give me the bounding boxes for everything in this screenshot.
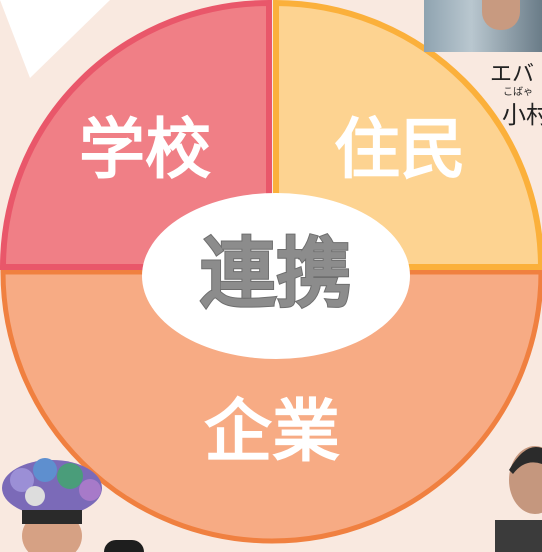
segment-residents <box>273 0 542 270</box>
person-photo-top-right <box>424 0 542 52</box>
segment-school <box>0 0 272 270</box>
caption-name: 小村 <box>502 101 542 129</box>
person-photo-flower-hat <box>2 458 102 552</box>
business-label: 企業 <box>204 393 340 472</box>
residents-label: 住民 <box>334 111 466 188</box>
segment-business <box>0 269 542 544</box>
person-photo-bottom-right <box>495 446 542 552</box>
pointer-shape <box>0 0 110 78</box>
person-photo-fragment <box>104 540 144 552</box>
collaboration-label: 連携 <box>200 229 352 318</box>
caption-name-line: エバ <box>490 62 535 87</box>
school-label: 学校 <box>79 111 211 188</box>
center-ellipse <box>142 193 410 359</box>
caption-ruby: こばゃ <box>503 87 533 98</box>
